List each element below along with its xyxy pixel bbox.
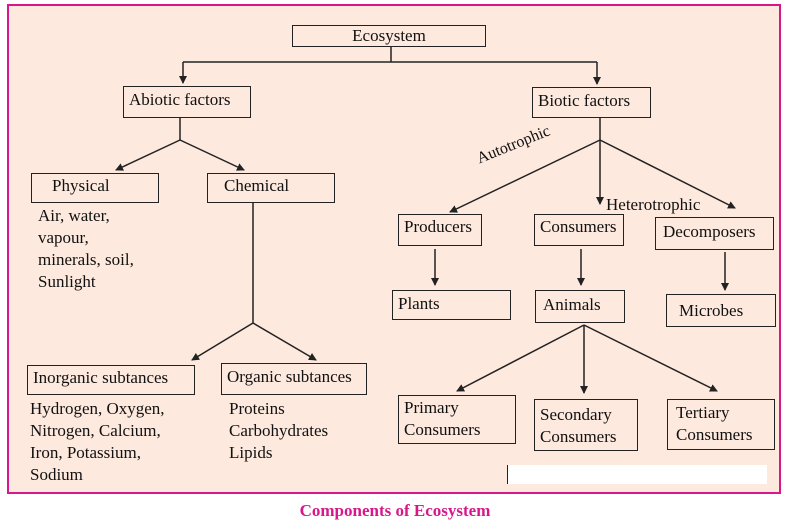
physical-examples: Air, water, vapour, minerals, soil, Sunl… xyxy=(38,205,134,293)
node-plants: Plants xyxy=(392,290,511,320)
node-inorganic: Inorganic subtances xyxy=(27,365,195,395)
node-secondary-consumers: Secondary Consumers xyxy=(534,399,638,451)
edge-biotic-producers xyxy=(449,139,601,213)
inorganic-example: Iron, Potassium, xyxy=(30,443,141,462)
edge-animals-primary xyxy=(456,324,585,392)
node-tertiary-consumers: Tertiary Consumers xyxy=(667,399,775,450)
physical-example: Sunlight xyxy=(38,272,96,291)
edge-chemical-inorganic xyxy=(191,322,254,361)
figure-caption: Components of Ecosystem xyxy=(299,501,491,520)
organic-example: Lipids xyxy=(229,443,273,462)
node-physical: Physical xyxy=(31,173,159,203)
node-animals: Animals xyxy=(535,290,625,323)
edge-abiotic-physical xyxy=(115,139,181,171)
inorganic-example: Sodium xyxy=(30,465,83,484)
edge-biotic-decomposers xyxy=(599,139,736,209)
primary-line: Primary xyxy=(404,398,459,417)
inorganic-examples: Hydrogen, Oxygen, Nitrogen, Calcium, Iro… xyxy=(30,398,165,486)
inorganic-example: Hydrogen, Oxygen, xyxy=(30,399,165,418)
organic-example: Carbohydrates xyxy=(229,421,329,440)
physical-example: Air, water, xyxy=(38,206,110,225)
blank-strip xyxy=(507,465,767,484)
organic-example: Proteins xyxy=(229,399,285,418)
secondary-line: Consumers xyxy=(540,427,617,446)
node-consumers: Consumers xyxy=(534,214,624,246)
node-primary-consumers: Primary Consumers xyxy=(398,395,516,444)
tertiary-line: Tertiary xyxy=(676,403,730,422)
organic-examples: Proteins Carbohydrates Lipids xyxy=(229,398,328,464)
node-chemical: Chemical xyxy=(207,173,335,203)
node-biotic-factors: Biotic factors xyxy=(532,87,651,118)
label-heterotrophic: Heterotrophic xyxy=(606,195,701,214)
node-decomposers: Decomposers xyxy=(655,217,774,250)
physical-example: minerals, soil, xyxy=(38,250,134,269)
physical-example: vapour, xyxy=(38,228,89,247)
inorganic-example: Nitrogen, Calcium, xyxy=(30,421,161,440)
edge-abiotic-chemical xyxy=(179,139,245,171)
diagram-panel xyxy=(7,4,781,494)
node-organic: Organic subtances xyxy=(221,363,367,395)
node-microbes: Microbes xyxy=(666,294,776,327)
primary-line: Consumers xyxy=(404,420,481,439)
node-abiotic-factors: Abiotic factors xyxy=(123,86,251,118)
tertiary-line: Consumers xyxy=(676,425,753,444)
edge-chemical-organic xyxy=(252,322,317,361)
node-ecosystem: Ecosystem xyxy=(292,25,486,47)
node-producers: Producers xyxy=(398,214,482,246)
edge-animals-tertiary xyxy=(583,324,718,392)
secondary-line: Secondary xyxy=(540,405,612,424)
